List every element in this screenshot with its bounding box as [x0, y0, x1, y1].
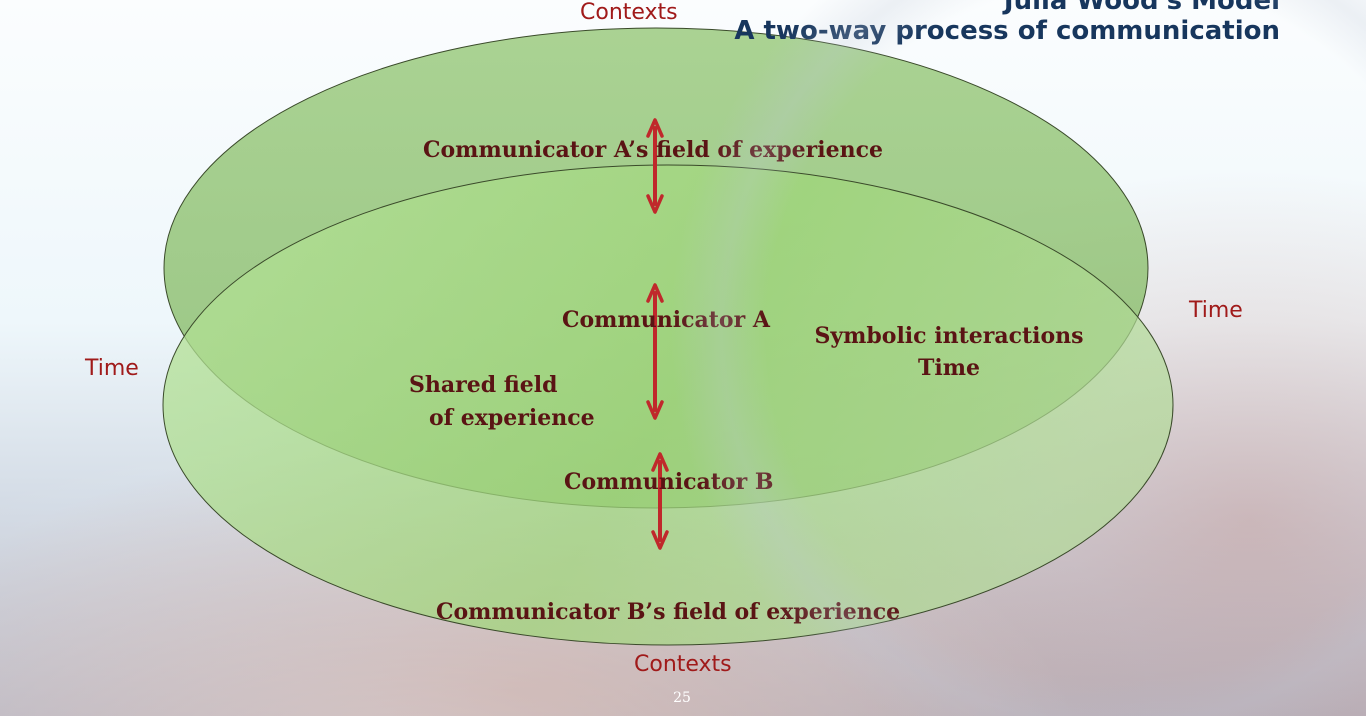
symbolic-time-label: Time	[917, 355, 980, 381]
time-label-right: Time	[1189, 298, 1243, 323]
time-label-left: Time	[85, 356, 139, 381]
contexts-label-top: Contexts	[580, 0, 678, 25]
communicator-b-field-ellipse	[162, 164, 1174, 646]
communicator-b-field-label: Communicator B’s field of experience	[436, 599, 901, 625]
slide-title: A two-way process of communication	[734, 16, 1280, 46]
shared-field-label-line1: Shared field	[409, 372, 558, 398]
communicator-b-label: Communicator B	[564, 469, 774, 495]
contexts-label-bottom: Contexts	[634, 652, 732, 677]
communicator-a-label: Communicator A	[562, 307, 770, 333]
symbolic-interactions-label: Symbolic interactions	[814, 323, 1084, 349]
slide-title-top: Julia Wood's Model	[1003, 0, 1280, 16]
page-number: 25	[673, 690, 691, 706]
shared-field-label-line2: of experience	[429, 405, 595, 431]
communicator-a-field-label: Communicator A’s field of experience	[423, 137, 884, 163]
